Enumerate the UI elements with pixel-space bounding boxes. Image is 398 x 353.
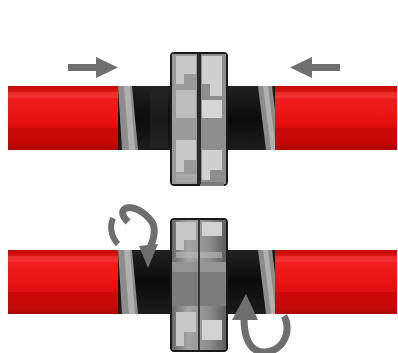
right-cable xyxy=(275,86,397,150)
coupler-locked xyxy=(170,218,228,352)
coupler-open xyxy=(170,52,228,186)
right-sleeve xyxy=(222,86,280,150)
rotate-arrow-clockwise-top xyxy=(108,204,158,268)
left-cable xyxy=(8,86,130,150)
left-cable-locked xyxy=(8,250,130,314)
right-sleeve-locked xyxy=(218,250,280,314)
arrow-right xyxy=(68,57,118,78)
left-sleeve-locked xyxy=(118,250,180,314)
rotate-arrow-counterclockwise-bottom xyxy=(232,294,291,353)
right-cable-locked xyxy=(275,250,397,314)
panel-1-push-together xyxy=(8,52,397,186)
arrow-left xyxy=(290,57,340,78)
panel-2-twist-lock xyxy=(8,204,397,353)
left-sleeve xyxy=(118,86,178,150)
